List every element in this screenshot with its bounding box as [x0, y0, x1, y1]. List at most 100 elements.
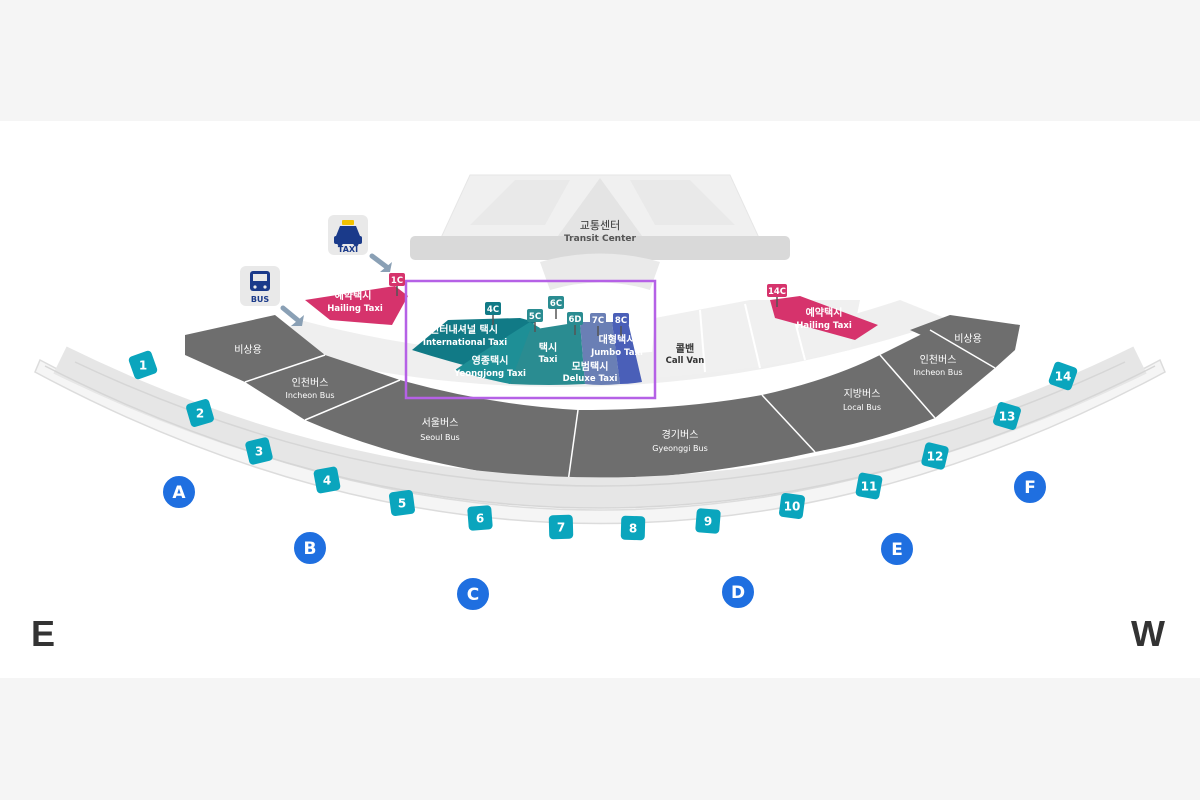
door-letter: F	[1024, 478, 1036, 498]
stop-tag-7c: 7C	[590, 313, 606, 336]
gate-7[interactable]: 7	[548, 514, 574, 540]
door-b[interactable]: B	[292, 530, 328, 566]
direction-west: W	[1131, 613, 1165, 654]
gate-4[interactable]: 4	[313, 466, 341, 494]
stand-yeongjong-taxi	[455, 322, 540, 384]
transit-center-bar	[410, 236, 790, 260]
hailing-taxi-right: 예약택시 Hailing Taxi	[770, 296, 878, 340]
taxi-icon-label: TAXI	[338, 245, 358, 254]
label-yeongjong-taxi-en: Yeongjong Taxi	[453, 369, 526, 379]
label-incheon-bus-right-en: Incheon Bus	[913, 368, 962, 377]
label-seoul-bus-ko: 서울버스	[422, 417, 459, 429]
hailing-taxi-left: 예약택시 Hailing Taxi	[305, 286, 408, 325]
label-deluxe-taxi-ko: 모범택시	[572, 360, 609, 373]
label-hailing-right-ko: 예약택시	[806, 306, 843, 319]
label-hailing-right-en: Hailing Taxi	[796, 321, 852, 331]
direction-east: E	[31, 613, 55, 654]
door-letter: E	[891, 540, 903, 560]
stop-tag-5c: 5C	[527, 309, 543, 332]
door-f[interactable]: F	[1012, 469, 1048, 505]
door-letter: C	[467, 585, 479, 605]
door-a[interactable]: A	[161, 474, 197, 510]
gate-8[interactable]: 8	[620, 515, 646, 541]
stand-international-taxi	[412, 318, 535, 372]
label-hailing-left-ko: 예약택시	[335, 289, 372, 302]
gate-number: 1	[139, 359, 147, 373]
curb-lane	[260, 300, 950, 387]
gate-10[interactable]: 10	[779, 493, 806, 520]
gate-number: 10	[784, 500, 801, 514]
taxi-stands: 인터내셔널 택시 International Taxi 영종택시 Yeongjo…	[412, 318, 643, 385]
zone-right-reserved	[910, 315, 1020, 368]
door-letter: A	[172, 483, 186, 503]
gate-number: 7	[557, 521, 565, 535]
zone-gyeonggi-bus	[568, 395, 815, 482]
transit-center-label-en: Transit Center	[564, 234, 636, 244]
gate-number: 4	[323, 474, 331, 488]
stop-tag-label: 6C	[550, 299, 562, 309]
stand-taxi	[510, 322, 585, 385]
taxi-highlight-box	[404, 279, 657, 400]
label-taxi-en: Taxi	[539, 355, 558, 365]
transit-center-label-ko: 교통센터	[580, 219, 620, 232]
label-local-bus-ko: 지방버스	[844, 388, 881, 400]
stop-tag-14c: 14C	[767, 284, 787, 307]
taxi-icon: TAXI	[328, 215, 368, 255]
gate-number: 9	[704, 515, 712, 529]
gate-9[interactable]: 9	[695, 508, 721, 534]
gate-14[interactable]: 14	[1048, 361, 1079, 392]
stop-tag-label: 5C	[529, 312, 541, 322]
label-yeongjong-taxi-ko: 영종택시	[472, 354, 509, 367]
zone-seoul-bus	[305, 380, 578, 482]
door-c[interactable]: C	[455, 576, 491, 612]
label-jumbo-taxi-ko: 대형택시	[599, 333, 636, 346]
gate-2[interactable]: 2	[185, 398, 215, 428]
label-gyeonggi-bus-en: Gyeonggi Bus	[652, 444, 707, 453]
label-local-bus-en: Local Bus	[843, 403, 881, 412]
zone-incheon-bus-left	[245, 355, 400, 420]
gate-number: 12	[927, 450, 944, 464]
bus-zones	[185, 315, 1020, 483]
bus-icon-label: BUS	[251, 295, 270, 304]
stop-tag-4c: 4C	[485, 302, 501, 325]
stop-tag-label: 4C	[487, 305, 499, 315]
stop-tag-6c: 6C	[548, 296, 564, 319]
gate-number: 11	[861, 480, 878, 494]
bus-icon: BUS	[240, 266, 280, 306]
taxi-arrow	[369, 253, 391, 271]
stop-tag-label: 1C	[391, 276, 403, 286]
label-left-reserved: 비상용	[234, 344, 262, 356]
gate-13[interactable]: 13	[992, 401, 1022, 431]
gate-1[interactable]: 1	[128, 350, 159, 381]
door-letter: D	[731, 583, 745, 603]
label-right-reserved: 비상용	[954, 333, 982, 345]
label-incheon-bus-left-ko: 인천버스	[292, 377, 329, 389]
gate-3[interactable]: 3	[245, 437, 274, 466]
gate-number: 5	[398, 497, 406, 511]
label-international-taxi-en: International Taxi	[423, 338, 507, 348]
gate-12[interactable]: 12	[921, 442, 950, 471]
label-jumbo-taxi-en: Jumbo Taxi	[590, 348, 643, 358]
sidewalk	[53, 346, 1147, 508]
stop-tag-label: 14C	[768, 287, 786, 297]
gate-6[interactable]: 6	[467, 505, 493, 531]
zone-local-bus	[762, 355, 935, 452]
transit-center-building: 교통센터 Transit Center	[410, 174, 790, 290]
stop-tag-label: 8C	[615, 316, 627, 326]
label-deluxe-taxi-en: Deluxe Taxi	[563, 374, 618, 384]
door-d[interactable]: D	[720, 574, 756, 610]
gate-11[interactable]: 11	[855, 472, 883, 500]
label-call-van-ko: 콜밴	[676, 342, 694, 355]
gate-number: 8	[629, 522, 637, 536]
stop-tag-6d: 6D	[567, 312, 583, 335]
stop-tag-label: 7C	[592, 316, 604, 326]
label-taxi-ko: 택시	[539, 341, 557, 354]
label-call-van-en: Call Van	[666, 356, 705, 366]
door-e[interactable]: E	[879, 531, 915, 567]
gate-5[interactable]: 5	[389, 490, 416, 517]
gate-number: 6	[476, 512, 484, 526]
door-markers: A B C D E F	[161, 469, 1048, 612]
